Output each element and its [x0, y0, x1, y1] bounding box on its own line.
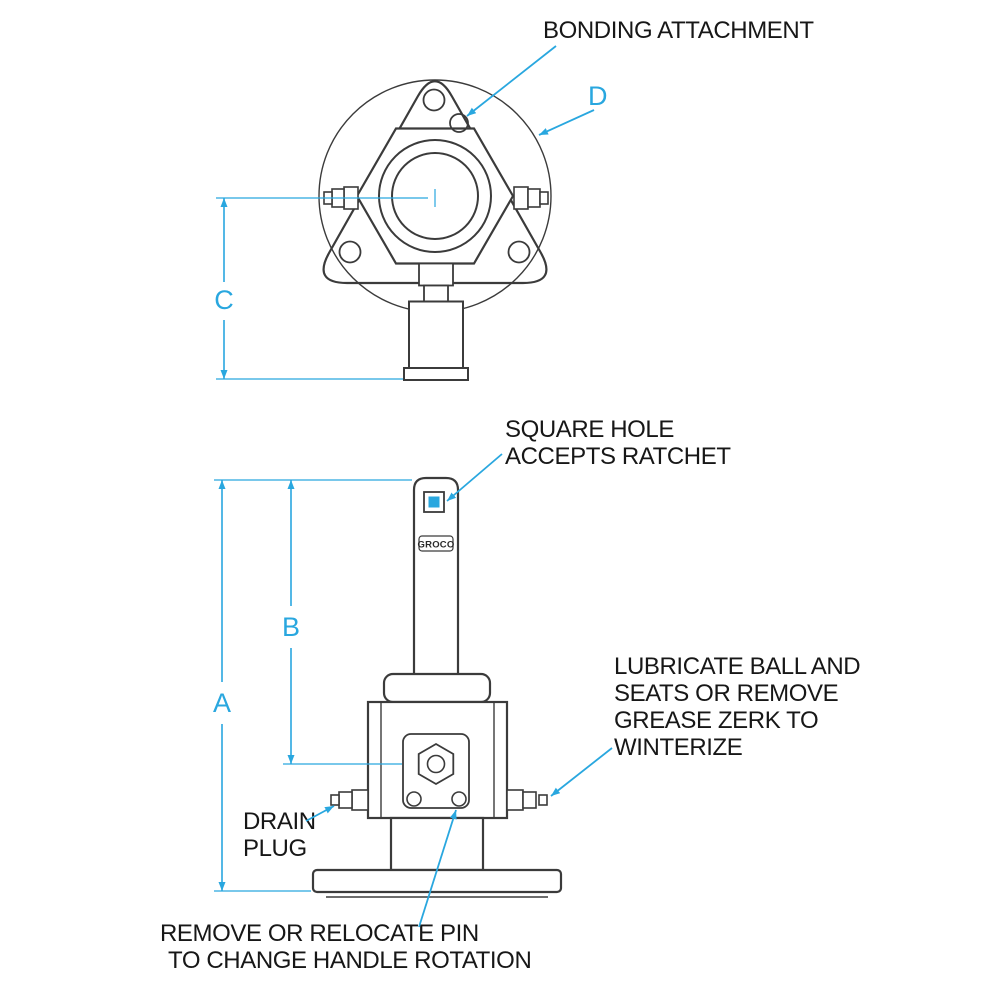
bonding-leader — [466, 45, 557, 117]
brand-plate: GROCO — [418, 535, 455, 552]
square-hole-callout: SQUARE HOLE ACCEPTS RATCHET — [446, 416, 732, 502]
drain-plug-bolt — [330, 789, 369, 811]
drain-leader — [305, 805, 335, 822]
remove-pin-label-line1: REMOVE OR RELOCATE PIN — [160, 920, 479, 947]
square-hole-label-line2: ACCEPTS RATCHET — [505, 443, 731, 470]
mounting-hole-left — [338, 240, 362, 264]
mounting-hole-right — [507, 240, 531, 264]
lubricate-callout: LUBRICATE BALL AND SEATS OR REMOVE GREAS… — [550, 653, 861, 797]
neck-circle — [378, 139, 492, 253]
mounting-hole-top — [422, 88, 446, 112]
ratchet-square-hole — [423, 491, 445, 513]
lubricate-label-line1: LUBRICATE BALL AND — [614, 653, 860, 680]
flange-triangle — [322, 80, 548, 285]
handle-rotation-pin — [451, 791, 467, 807]
grease-zerk-bolt — [506, 789, 548, 811]
outlet-pipe — [403, 300, 469, 381]
valve-handle — [412, 476, 460, 690]
ratchet-square-hole-fill — [428, 496, 440, 508]
drain-label-line1: DRAIN — [243, 808, 316, 835]
pin-hole-left — [406, 791, 422, 807]
grease-zerk-tip — [426, 754, 446, 774]
lubricate-label-line4: WINTERIZE — [614, 734, 742, 761]
right-fitting — [513, 186, 549, 210]
remove-pin-leader — [418, 809, 457, 928]
lubricate-label-line2: SEATS OR REMOVE — [614, 680, 838, 707]
bore-circle — [391, 152, 479, 240]
side-view: GROCO — [160, 416, 861, 974]
dimension-c-label: C — [214, 285, 234, 315]
dimension-b: B — [282, 480, 402, 765]
bonding-label: BONDING ATTACHMENT — [543, 17, 814, 44]
dimension-c: C — [214, 189, 436, 380]
base-flange — [311, 868, 563, 894]
body-cap — [382, 672, 492, 704]
drain-label-line2: PLUG — [243, 835, 307, 862]
dimension-d-callout: D — [538, 81, 608, 136]
dimension-d-label: D — [588, 81, 608, 111]
base-neck — [389, 816, 485, 872]
remove-pin-label-line2: TO CHANGE HANDLE ROTATION — [168, 947, 531, 974]
top-view: C D BONDING ATTACHMENT — [214, 17, 815, 381]
square-hole-label-line1: SQUARE HOLE — [505, 416, 674, 443]
remove-pin-callout: REMOVE OR RELOCATE PIN TO CHANGE HANDLE … — [160, 809, 532, 974]
lubricate-leader — [550, 747, 613, 797]
dimension-b-label: B — [282, 612, 300, 642]
bonding-screw — [449, 113, 469, 133]
square-hole-leader — [446, 453, 503, 502]
dimension-a-label: A — [213, 688, 231, 718]
drain-plug-callout: DRAIN PLUG — [243, 805, 335, 862]
brand-label: GROCO — [418, 540, 455, 551]
grease-zerk-hex — [417, 742, 455, 786]
lubricate-label-line3: GREASE ZERK TO — [614, 707, 818, 734]
dim-d-leader — [538, 109, 595, 136]
bonding-callout: BONDING ATTACHMENT — [466, 17, 815, 117]
outlet-stem — [418, 262, 454, 303]
dimension-a: A — [213, 479, 412, 892]
